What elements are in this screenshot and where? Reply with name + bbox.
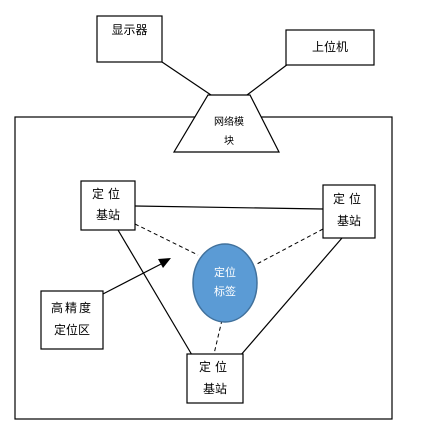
- display-box: [96, 15, 163, 63]
- station-tr-box: [322, 184, 376, 239]
- arrow-line: [100, 262, 164, 296]
- station-tl-box: [80, 180, 136, 231]
- link-station-tr-bottom: [239, 237, 343, 357]
- network-module-shape: [172, 94, 280, 153]
- tag-ellipse: [192, 243, 258, 323]
- dashed-link-bottom-tag: [213, 319, 223, 355]
- dashed-link-tl-tag: [134, 223, 199, 256]
- link-station-tl-tr: [134, 205, 324, 210]
- arrow-head-icon: [158, 258, 171, 268]
- station-bottom-box: [186, 353, 244, 404]
- connector-display-network: [161, 61, 212, 96]
- connector-host-network: [246, 63, 289, 96]
- host-box: [285, 29, 375, 66]
- dashed-link-tr-tag: [254, 228, 324, 266]
- link-station-tl-bottom: [117, 229, 193, 356]
- precision-zone-box: [40, 290, 104, 350]
